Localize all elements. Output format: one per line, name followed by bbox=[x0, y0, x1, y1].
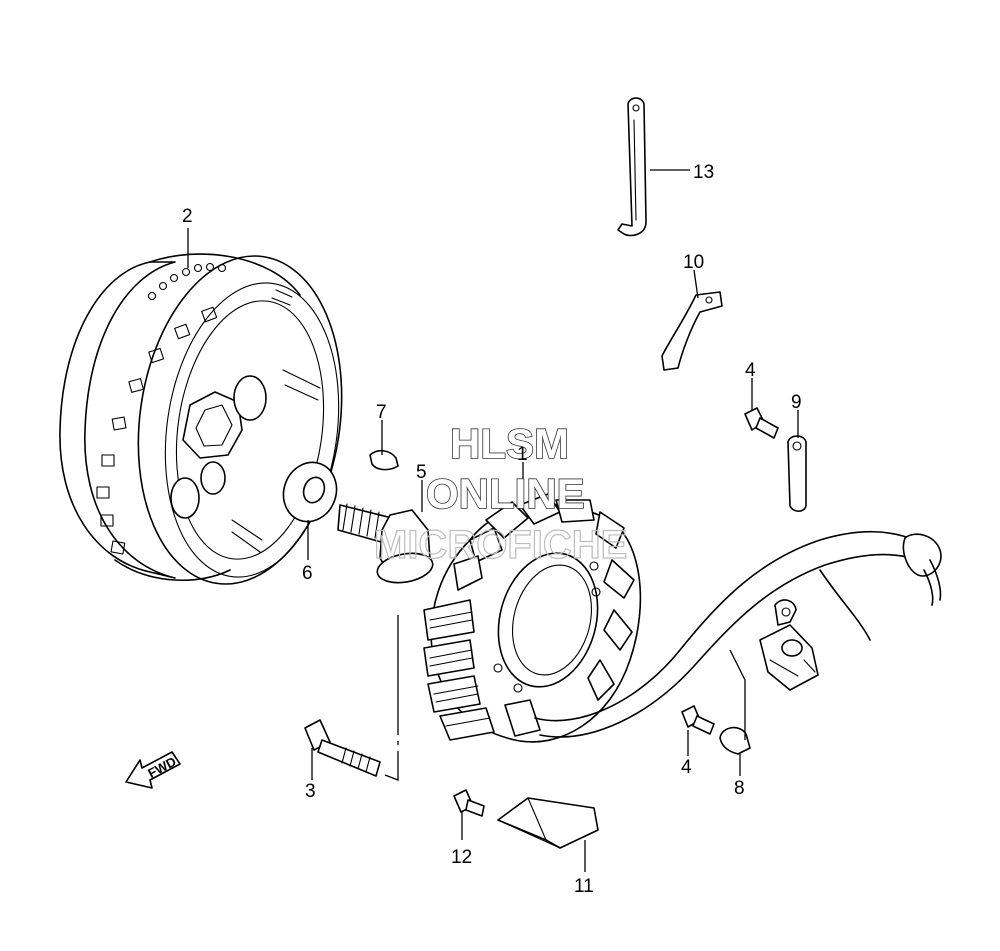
screw-lower[interactable] bbox=[681, 705, 715, 735]
watermark-line1: HLSM bbox=[450, 420, 569, 467]
arrow-left-down-icon bbox=[125, 751, 181, 789]
leader-lines bbox=[187, 169, 799, 872]
stator-screw[interactable] bbox=[304, 719, 381, 777]
callout-4-upper[interactable]: 4 bbox=[745, 360, 756, 381]
callout-3[interactable]: 3 bbox=[305, 781, 316, 802]
callout-2[interactable]: 2 bbox=[182, 206, 193, 227]
callout-numbers: 2 13 10 4 9 7 5 1 6 3 4 8 12 11 bbox=[182, 162, 802, 897]
washer[interactable] bbox=[275, 455, 344, 529]
watermark: MICROFICHE HLSM ONLINE bbox=[373, 419, 628, 567]
callout-8[interactable]: 8 bbox=[734, 778, 745, 799]
woodruff-key[interactable] bbox=[369, 449, 399, 471]
callout-12[interactable]: 12 bbox=[451, 847, 472, 868]
rotor-bolt[interactable] bbox=[337, 503, 435, 587]
wire-clamp-8[interactable] bbox=[719, 726, 751, 755]
watermark-line3: MICROFICHE bbox=[374, 523, 627, 567]
callout-10[interactable]: 10 bbox=[683, 252, 704, 273]
fwd-direction-marker: FWD bbox=[125, 751, 181, 789]
callout-4-lower[interactable]: 4 bbox=[681, 757, 692, 778]
callout-6[interactable]: 6 bbox=[302, 563, 313, 584]
wire-strap-13[interactable] bbox=[617, 97, 647, 237]
callout-5[interactable]: 5 bbox=[416, 462, 427, 483]
flywheel-rotor[interactable] bbox=[59, 243, 362, 598]
watermark-line2: ONLINE bbox=[426, 470, 585, 517]
callout-13[interactable]: 13 bbox=[693, 162, 714, 183]
callout-11[interactable]: 11 bbox=[574, 876, 594, 897]
screw-upper[interactable] bbox=[744, 407, 779, 439]
clamp-plate-9[interactable] bbox=[787, 435, 807, 512]
stator-assembly[interactable] bbox=[423, 493, 942, 743]
callout-9[interactable]: 9 bbox=[791, 392, 802, 413]
wire-guide-10[interactable] bbox=[661, 291, 723, 371]
bolt-12[interactable] bbox=[453, 789, 485, 817]
bracket-11[interactable] bbox=[497, 797, 599, 849]
callout-1[interactable]: 1 bbox=[517, 444, 528, 465]
callout-7[interactable]: 7 bbox=[376, 402, 387, 423]
fwd-label: FWD bbox=[145, 754, 178, 781]
